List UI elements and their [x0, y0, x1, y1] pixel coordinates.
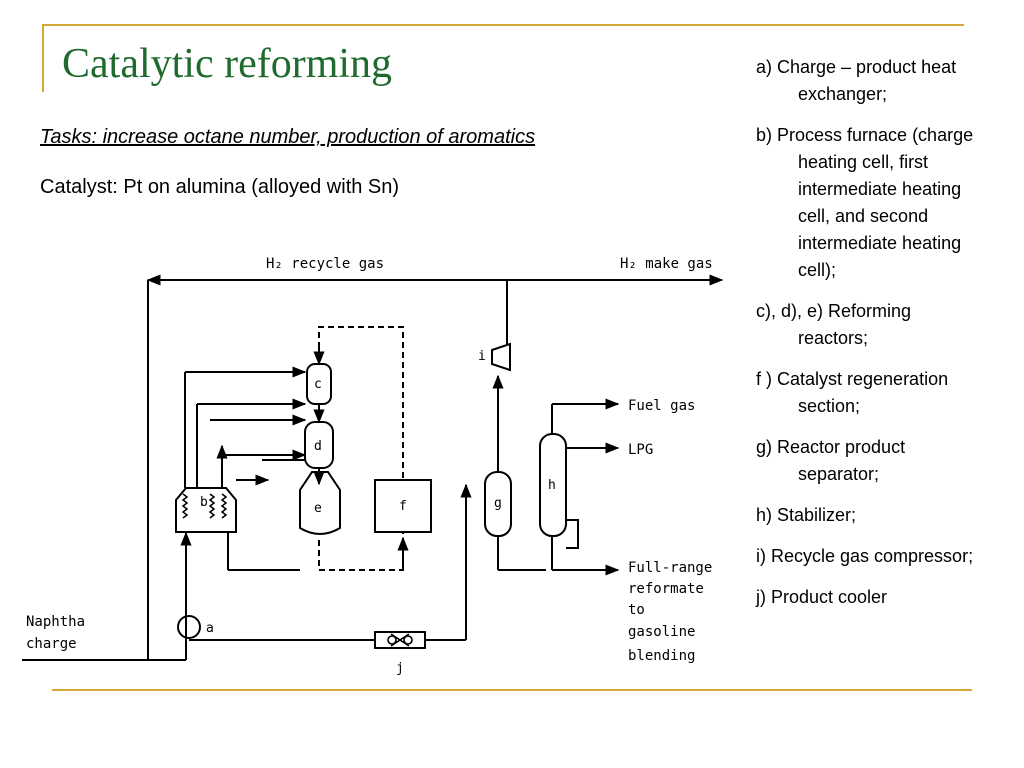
legend-item-j: j) Product cooler: [756, 587, 888, 607]
catalyst-line: Catalyst: Pt on alumina (alloyed with Sn…: [40, 176, 400, 198]
naphtha-label-2: charge: [26, 636, 77, 652]
exchanger-a: [177, 615, 201, 639]
tasks-line: Tasks: increase octane number, productio…: [40, 126, 536, 148]
fuel-gas-label: Fuel gas: [628, 398, 695, 414]
legend-list: a) Charge – product heat exchanger; b) P…: [756, 54, 986, 625]
label-g: g: [494, 496, 502, 511]
h2-recycle-label: H₂ recycle gas: [266, 256, 384, 272]
reformate-label-4: gasoline: [628, 624, 695, 640]
left-rule: [42, 24, 44, 92]
catalyst-loop: [318, 326, 404, 571]
slide-title: Catalytic reforming: [62, 41, 393, 87]
legend-item-f: f ) Catalyst regeneration section;: [756, 369, 949, 416]
lpg-label: LPG: [628, 442, 653, 458]
legend-item-h: h) Stabilizer;: [756, 505, 857, 525]
legend-item-i: i) Recycle gas compressor;: [756, 546, 974, 566]
label-b: b: [200, 495, 208, 510]
label-e: e: [314, 501, 322, 516]
reformate-label-2: reformate: [628, 581, 704, 597]
h2-make-label: H₂ make gas: [620, 256, 713, 272]
naphtha-label-1: Naphtha: [26, 614, 85, 630]
label-h: h: [548, 478, 556, 493]
reformate-label-1: Full-range: [628, 560, 712, 576]
reformate-label-5: blending: [628, 648, 695, 664]
label-i: i: [478, 349, 486, 364]
label-a: a: [206, 621, 214, 636]
reactor-e: [299, 471, 341, 535]
reformate-label-3: to: [628, 602, 645, 618]
legend-item-g: g) Reactor product separator;: [756, 437, 906, 484]
label-c: c: [314, 377, 322, 392]
label-f: f: [399, 499, 407, 514]
label-d: d: [314, 439, 322, 454]
legend-item-a: a) Charge – product heat exchanger;: [756, 57, 957, 104]
top-rule: [42, 24, 964, 26]
process-flow-diagram: H₂ recycle gas H₂ make gas Fuel gas LPG …: [22, 256, 724, 676]
compressor-i: [491, 342, 511, 372]
legend-item-cde: c), d), e) Reforming reactors;: [756, 301, 912, 348]
furnace-coils: [181, 493, 228, 519]
label-j: j: [396, 661, 404, 676]
legend-item-b: b) Process furnace (charge heating cell,…: [756, 125, 974, 280]
bottom-rule: [52, 689, 972, 691]
cooler-j-symbol: [387, 633, 413, 647]
